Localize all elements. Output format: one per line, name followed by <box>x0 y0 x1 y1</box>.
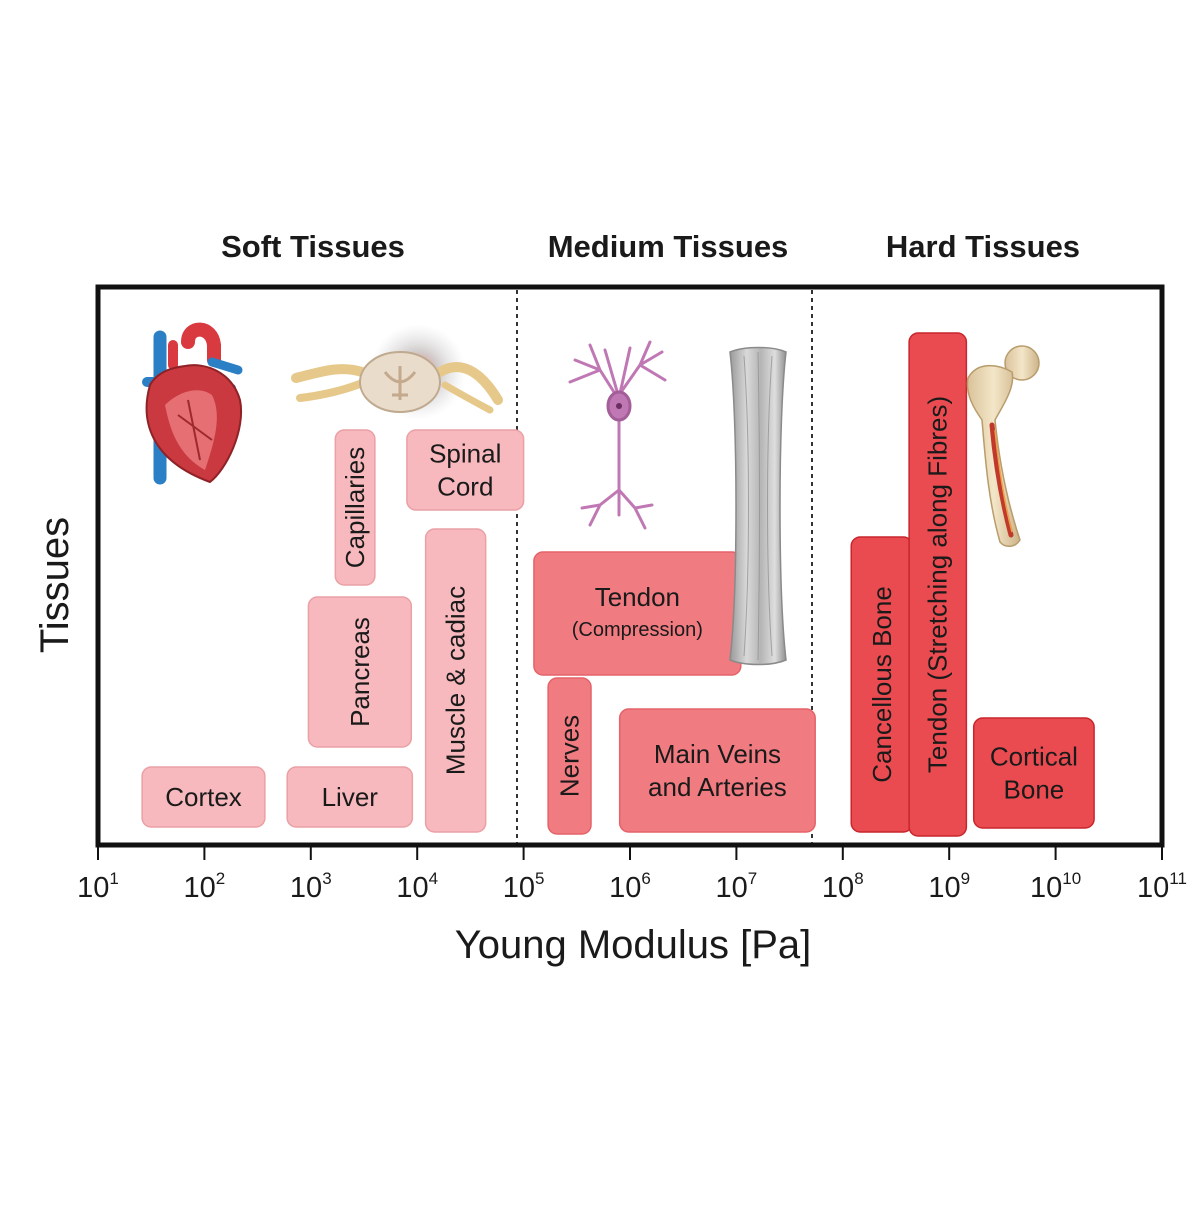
bar-label-spinal-cord: Spinal <box>429 439 501 469</box>
bar-label-cortical-bone: Bone <box>1004 775 1065 805</box>
x-axis-title: Young Modulus [Pa] <box>455 923 812 967</box>
heart-icon <box>142 322 243 485</box>
bar-label-spinal-cord: Cord <box>437 472 493 502</box>
bar-rect-spinal-cord <box>406 429 525 511</box>
bar-label-capillaries: Capillaries <box>340 447 370 568</box>
bar-label-liver: Liver <box>322 782 379 812</box>
femur-bone-icon <box>966 345 1040 547</box>
tendon-fibre-icon <box>729 346 787 666</box>
bar-rect-liver <box>286 766 414 828</box>
bar-tendon-stretching: Tendon (Stretching along Fibres) <box>908 332 968 837</box>
bar-rect-cortex <box>141 766 266 828</box>
x-tick-label: 1011 <box>1137 869 1187 904</box>
x-tick-label: 107 <box>716 869 758 904</box>
x-tick-label: 101 <box>77 869 119 904</box>
y-axis-title: Tissues <box>33 517 77 653</box>
group-title-soft-tissues: Soft Tissues <box>221 229 405 264</box>
neuron-icon <box>568 340 667 530</box>
bar-label-nerves: Nerves <box>555 715 585 797</box>
bar-cancellous-bone: Cancellous Bone <box>850 536 914 833</box>
bar-label-tendon-stretching: Tendon (Stretching along Fibres) <box>923 396 953 773</box>
bar-rect-tendon-compression <box>533 551 742 676</box>
x-tick-label: 102 <box>184 869 226 904</box>
bar-label-tendon-compression: Tendon <box>595 582 680 612</box>
bar-label-main-veins-arteries: Main Veins <box>654 739 781 769</box>
bar-rect-tendon-stretching <box>908 332 968 837</box>
x-tick-label: 109 <box>928 869 970 904</box>
bar-rect-muscle-cardiac <box>424 528 487 833</box>
x-tick-label: 106 <box>609 869 651 904</box>
bar-rect-main-veins-arteries <box>618 708 816 833</box>
x-axis-ticks: 101 102 103 104 105 106 107 108 109 1010 1011 <box>77 845 1187 904</box>
bar-tendon-compression: Tendon (Compression) <box>533 551 742 676</box>
x-tick-label: 103 <box>290 869 332 904</box>
group-title-hard-tissues: Hard Tissues <box>886 229 1080 264</box>
x-tick-label: 1010 <box>1030 869 1081 904</box>
x-tick-label: 105 <box>503 869 545 904</box>
bar-capillaries: Capillaries <box>334 429 376 586</box>
bar-label-main-veins-arteries: and Arteries <box>648 772 787 802</box>
bar-pancreas: Pancreas <box>307 596 413 748</box>
bar-label-muscle-cardiac: Muscle & cadiac <box>441 586 471 775</box>
bar-liver: Liver <box>286 766 414 828</box>
bar-cortex: Cortex <box>141 766 266 828</box>
x-tick-label: 104 <box>396 869 438 904</box>
bar-rect-pancreas <box>307 596 413 748</box>
bar-label-pancreas: Pancreas <box>345 617 375 727</box>
bar-label-cancellous-bone: Cancellous Bone <box>867 586 897 783</box>
spinal-cord-icon <box>291 324 503 420</box>
bar-label-cortex: Cortex <box>165 782 242 812</box>
x-tick-label: 108 <box>822 869 864 904</box>
bar-sublabel-tendon-compression: (Compression) <box>572 619 703 641</box>
bar-rect-nerves <box>547 677 592 835</box>
bar-label-cortical-bone: Cortical <box>990 742 1078 772</box>
group-title-medium-tissues: Medium Tissues <box>548 229 789 264</box>
bar-nerves: Nerves <box>547 677 592 835</box>
bar-rect-capillaries <box>334 429 376 586</box>
bar-rect-cortical-bone <box>972 717 1095 829</box>
bar-muscle-cardiac: Muscle & cadiac <box>424 528 487 833</box>
